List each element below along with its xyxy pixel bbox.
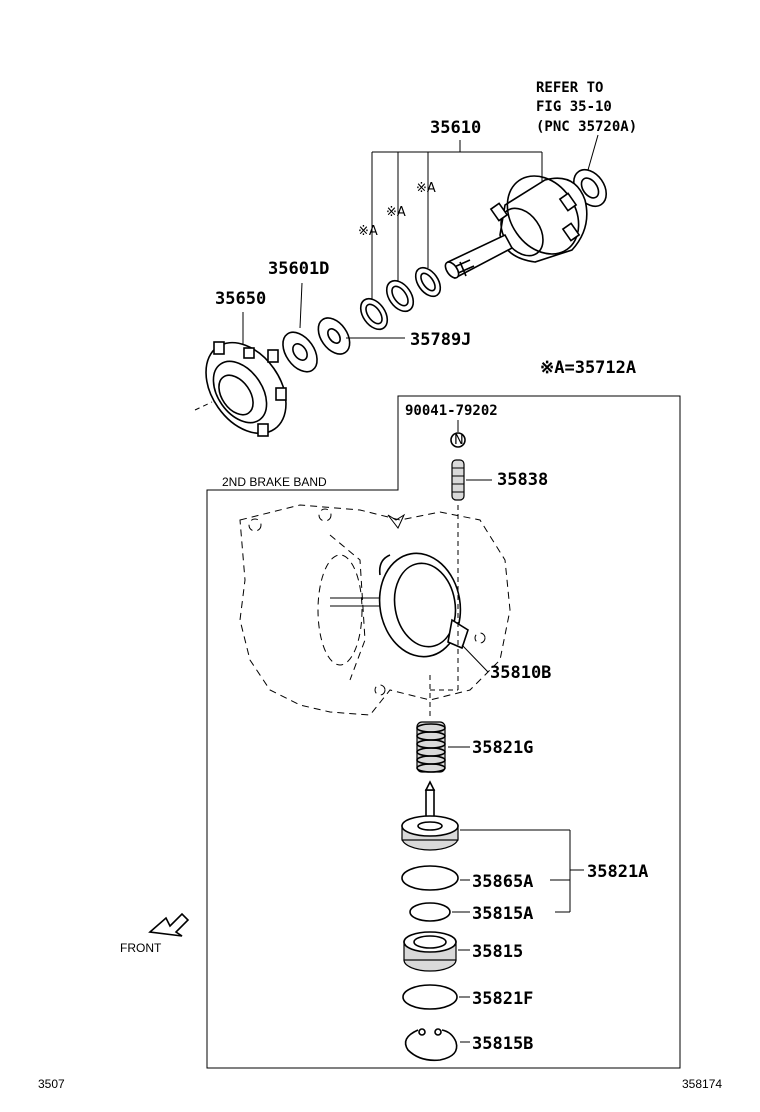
label-35821A: 35821A bbox=[587, 862, 648, 882]
front-arrow-icon bbox=[148, 912, 190, 937]
o-ring-35821F bbox=[402, 984, 458, 1010]
refer-note-line2: FIG 35-10 bbox=[536, 99, 612, 115]
n-marker: N bbox=[450, 420, 466, 448]
label-35810B: 35810B bbox=[490, 663, 551, 683]
label-35610: 35610 bbox=[430, 118, 481, 138]
mark-a-1: ※A bbox=[358, 224, 378, 239]
label-90041: 90041-79202 bbox=[405, 403, 498, 419]
bracket-35821A bbox=[460, 829, 584, 913]
label-35650: 35650 bbox=[215, 289, 266, 309]
axis-line bbox=[194, 401, 213, 411]
label-35601D: 35601D bbox=[268, 259, 329, 279]
mark-a-3: ※A bbox=[416, 181, 436, 196]
o-ring-35815A bbox=[409, 902, 451, 922]
refer-note-line3: (PNC 35720A) bbox=[536, 119, 637, 135]
one-way-clutch-35650 bbox=[205, 341, 287, 437]
label-front: FRONT bbox=[120, 941, 162, 955]
footer-left: 3507 bbox=[38, 1077, 65, 1091]
thrust-washer-a-2 bbox=[385, 279, 415, 313]
washer-35601D bbox=[282, 331, 318, 373]
label-35789J: 35789J bbox=[410, 330, 471, 350]
spring-35821G bbox=[416, 721, 446, 773]
washer-35789J bbox=[317, 317, 351, 355]
svg-text:N: N bbox=[454, 433, 464, 448]
refer-note-line1: REFER TO bbox=[536, 80, 603, 96]
brake-band-35810B bbox=[378, 552, 469, 658]
lower-frame bbox=[206, 395, 681, 1069]
label-35815A: 35815A bbox=[472, 904, 533, 924]
label-35865A: 35865A bbox=[472, 872, 533, 892]
leader-refer bbox=[587, 134, 599, 171]
label-35838: 35838 bbox=[497, 470, 548, 490]
o-ring-35865A bbox=[401, 865, 459, 891]
thrust-washer-a-3 bbox=[414, 266, 442, 298]
label-2nd-brake-band: 2ND BRAKE BAND bbox=[222, 475, 327, 489]
piston-35821A bbox=[401, 780, 459, 851]
leader-35601D bbox=[299, 282, 303, 329]
label-35815: 35815 bbox=[472, 942, 523, 962]
thrust-washer-a-1 bbox=[359, 297, 389, 331]
bracket-35610 bbox=[371, 140, 543, 300]
label-35815B: 35815B bbox=[472, 1034, 533, 1054]
mark-a-2: ※A bbox=[386, 205, 406, 220]
drum-assembly-35610 bbox=[444, 175, 588, 280]
cover-35815 bbox=[403, 931, 457, 972]
leader-35810B bbox=[461, 644, 489, 673]
label-35712A: ※A=35712A bbox=[540, 358, 636, 378]
label-35821F: 35821F bbox=[472, 989, 533, 1009]
pin-35838 bbox=[451, 459, 465, 501]
label-35821G: 35821G bbox=[472, 738, 533, 758]
footer-right: 358174 bbox=[682, 1077, 722, 1091]
snap-ring-35815B bbox=[404, 1028, 458, 1062]
transmission-case-outline bbox=[239, 504, 511, 716]
